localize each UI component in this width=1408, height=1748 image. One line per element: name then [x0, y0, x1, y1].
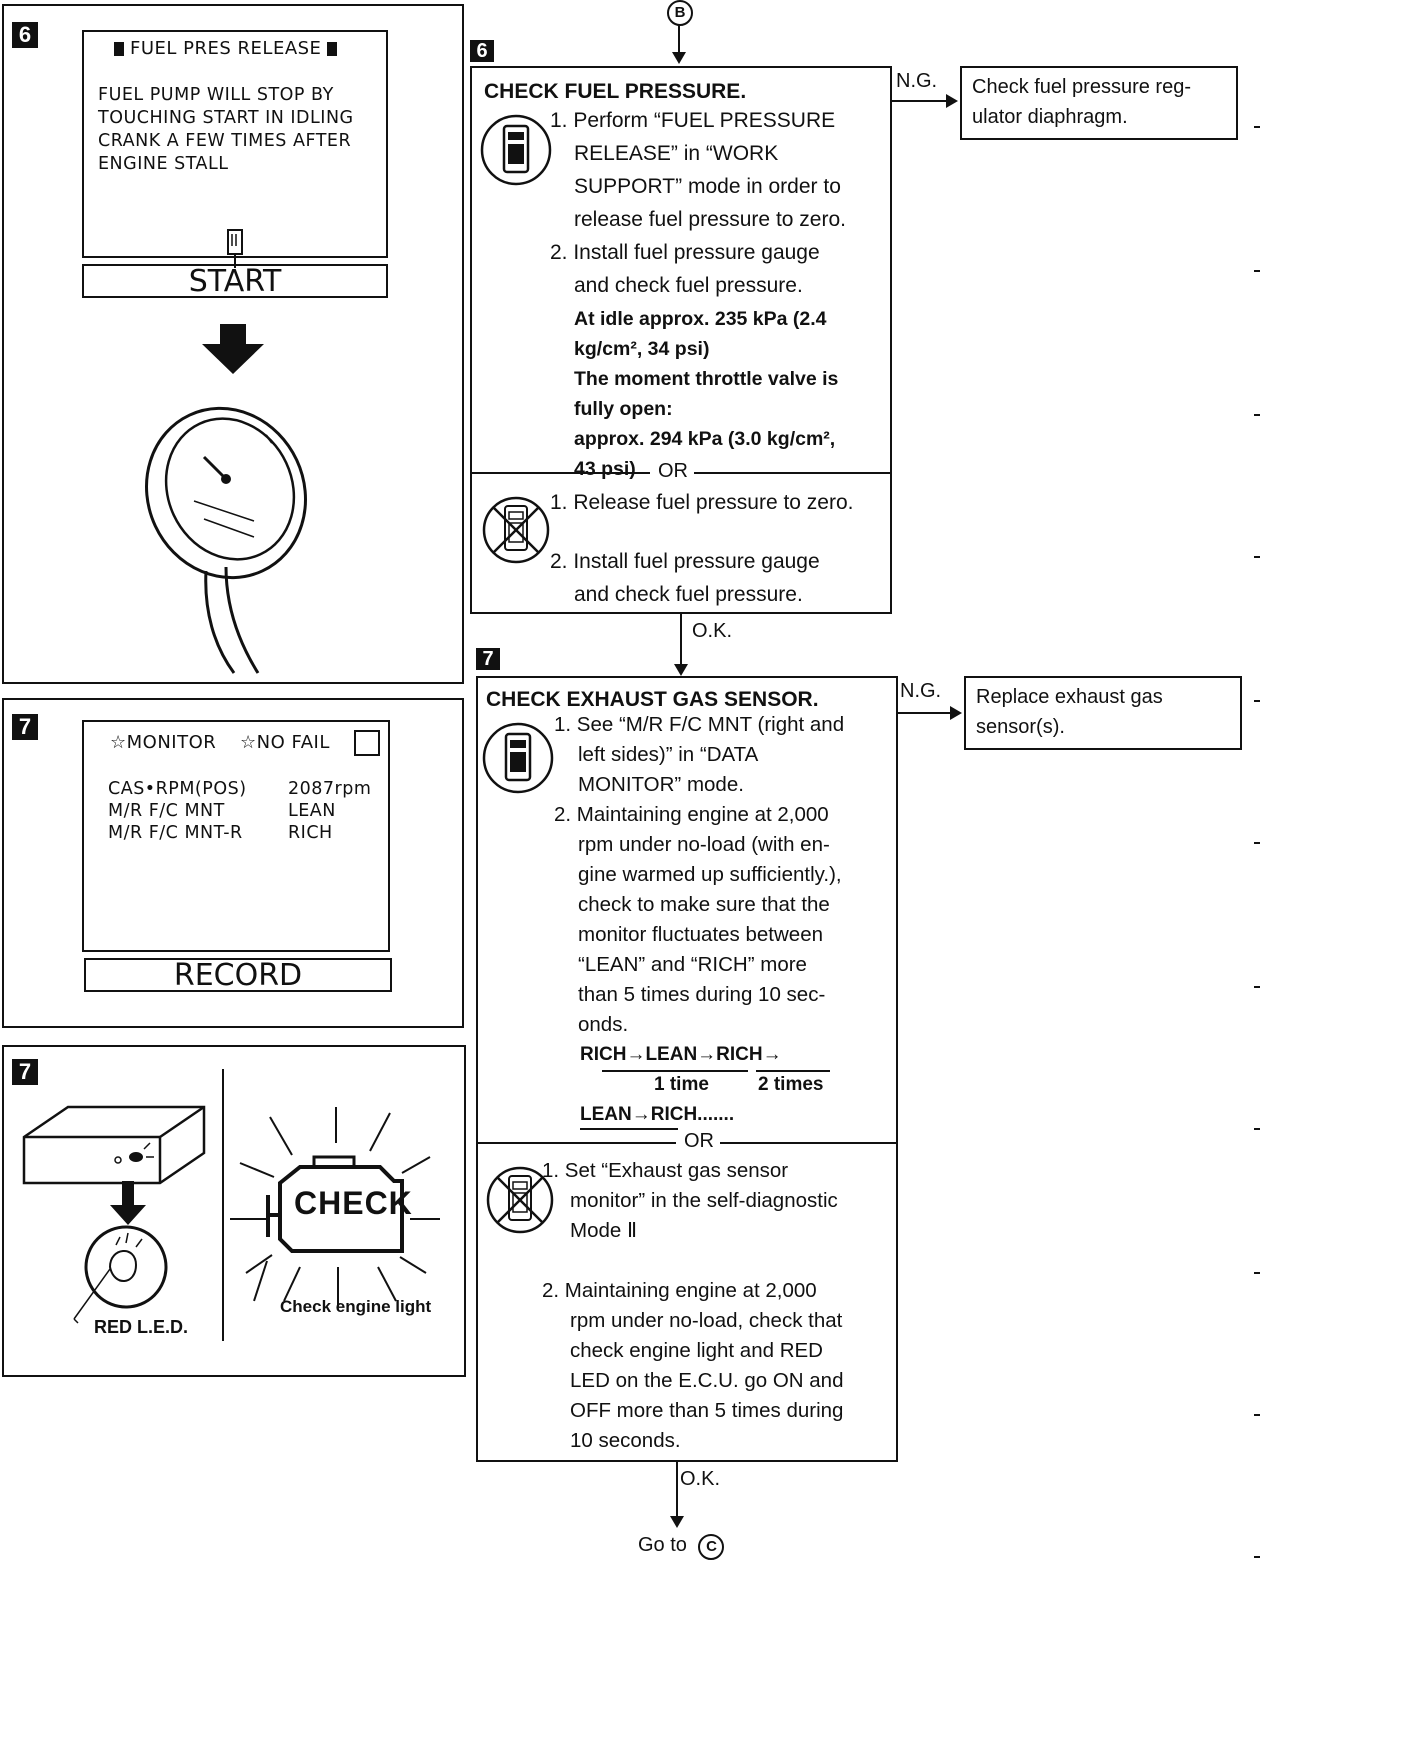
ng-arrow-icon: [946, 94, 958, 108]
flow-line: [678, 24, 680, 54]
checkbox[interactable]: [354, 730, 380, 756]
sequence-line-2: LEAN→RICH.......: [580, 1104, 735, 1125]
flow-arrow-icon: [672, 52, 686, 64]
ok-arrow-icon: [670, 1516, 684, 1528]
step-number-6-flow: 6: [470, 40, 494, 62]
red-led-label: RED L.E.D.: [94, 1317, 189, 1337]
or-divider: [720, 1142, 896, 1144]
step-number-7b: 7: [12, 1059, 38, 1085]
ng-label-7: N.G.: [900, 680, 942, 702]
step6-title: CHECK FUEL PRESSURE.: [484, 80, 747, 103]
monitor-row: CAS•RPM(POS)2087rpm: [108, 779, 372, 799]
no-consult-icon: [486, 1166, 554, 1234]
or-divider: [694, 472, 890, 474]
step7-title: CHECK EXHAUST GAS SENSOR.: [486, 688, 819, 711]
check-engine-light-label: Check engine light: [280, 1297, 432, 1316]
consult-tester-icon: [482, 722, 554, 794]
ok-line-7: [676, 1462, 678, 1518]
check-text: CHECK: [294, 1185, 413, 1221]
record-button[interactable]: RECORD: [84, 958, 392, 992]
no-fail-label: ☆NO FAIL: [240, 732, 330, 753]
edge-tick: [1254, 1414, 1260, 1416]
edge-tick: [1254, 1128, 1260, 1130]
ng-line-6: [892, 100, 948, 102]
ng-line-7: [898, 712, 952, 714]
edge-tick: [1254, 842, 1260, 844]
figure-panel-step7-monitor: 7 ☆MONITOR ☆NO FAIL CAS•RPM(POS)2087rpm …: [2, 698, 464, 1028]
step6-consult-steps: 1. Perform “FUEL PRESSURE RELEASE” in “W…: [550, 109, 846, 297]
down-arrow-icon: [202, 324, 264, 374]
sequence-bracket: [580, 1128, 678, 1130]
or-divider: [472, 472, 650, 474]
edge-tick: [1254, 270, 1260, 272]
ok-arrow-icon: [674, 664, 688, 676]
sequence-label-1: 1 time: [654, 1074, 709, 1095]
step6-manual-steps: 1. Release fuel pressure to zero. 2. Ins…: [550, 491, 854, 606]
or-label: OR: [684, 1130, 714, 1152]
figure-panel-step7-led: 7 RED L.E.D.: [2, 1045, 466, 1377]
edge-tick: [1254, 1272, 1260, 1274]
sequence-line-1: RICH→LEAN→RICH→: [580, 1044, 782, 1065]
step7-manual-steps: 1. Set “Exhaust gas sensor monitor” in t…: [542, 1159, 844, 1452]
ok-line-6: [680, 614, 682, 666]
edge-tick: [1254, 126, 1260, 128]
screen-text: FUEL PUMP WILL STOP BY TOUCHING START IN…: [98, 85, 354, 174]
step6-box: CHECK FUEL PRESSURE. 1. Perform “FUEL PR…: [470, 66, 892, 614]
start-button[interactable]: START: [82, 264, 388, 298]
edge-tick: [1254, 986, 1260, 988]
fuel-pressure-gauge-icon: [145, 406, 307, 674]
step-number-7: 7: [12, 714, 38, 740]
sequence-bracket: [602, 1070, 748, 1072]
figure-panel-step6: 6 FUEL PRES RELEASE FUEL PUMP WILL STOP …: [2, 4, 464, 684]
no-consult-icon: [482, 496, 550, 564]
check-engine-light-icon: [230, 1107, 440, 1307]
consult-screen: FUEL PRES RELEASE FUEL PUMP WILL STOP BY…: [82, 30, 388, 258]
edge-tick: [1254, 1556, 1260, 1558]
finger-touch-icon: [227, 229, 243, 268]
step7-consult-steps: 1. See “M/R F/C MNT (right and left side…: [554, 713, 845, 1036]
monitor-label: ☆MONITOR: [110, 732, 217, 753]
ng-arrow-icon: [950, 706, 962, 720]
edge-tick: [1254, 556, 1260, 558]
sequence-bracket: [756, 1070, 830, 1072]
connector-c: C: [698, 1534, 725, 1560]
consult-tester-icon: [480, 114, 552, 186]
edge-tick: [1254, 414, 1260, 416]
monitor-screen: ☆MONITOR ☆NO FAIL CAS•RPM(POS)2087rpm M/…: [82, 720, 390, 952]
ng-box-6: Check fuel pressure reg- ulator diaphrag…: [960, 66, 1238, 140]
screen-header: FUEL PRES RELEASE: [114, 38, 338, 59]
step7-box: CHECK EXHAUST GAS SENSOR. 1. See “M/R F/…: [476, 676, 898, 1462]
edge-tick: [1254, 700, 1260, 702]
step6-spec: At idle approx. 235 kPa (2.4 kg/cm², 34 …: [574, 308, 839, 480]
step-number-7-flow: 7: [476, 648, 500, 670]
ok-label-6: O.K.: [692, 620, 733, 642]
or-divider: [478, 1142, 676, 1144]
or-label: OR: [658, 460, 688, 482]
goto-label: Go to C: [638, 1534, 725, 1560]
step-number-6: 6: [12, 22, 38, 48]
ng-box-7: Replace exhaust gas sensor(s).: [964, 676, 1242, 750]
ecu-unit-icon: [22, 1105, 206, 1324]
connector-b: B: [667, 0, 693, 26]
ng-label-6: N.G.: [896, 70, 938, 92]
panel-divider: [222, 1069, 224, 1341]
sequence-label-2: 2 times: [758, 1074, 824, 1095]
ok-label-7: O.K.: [680, 1468, 721, 1490]
